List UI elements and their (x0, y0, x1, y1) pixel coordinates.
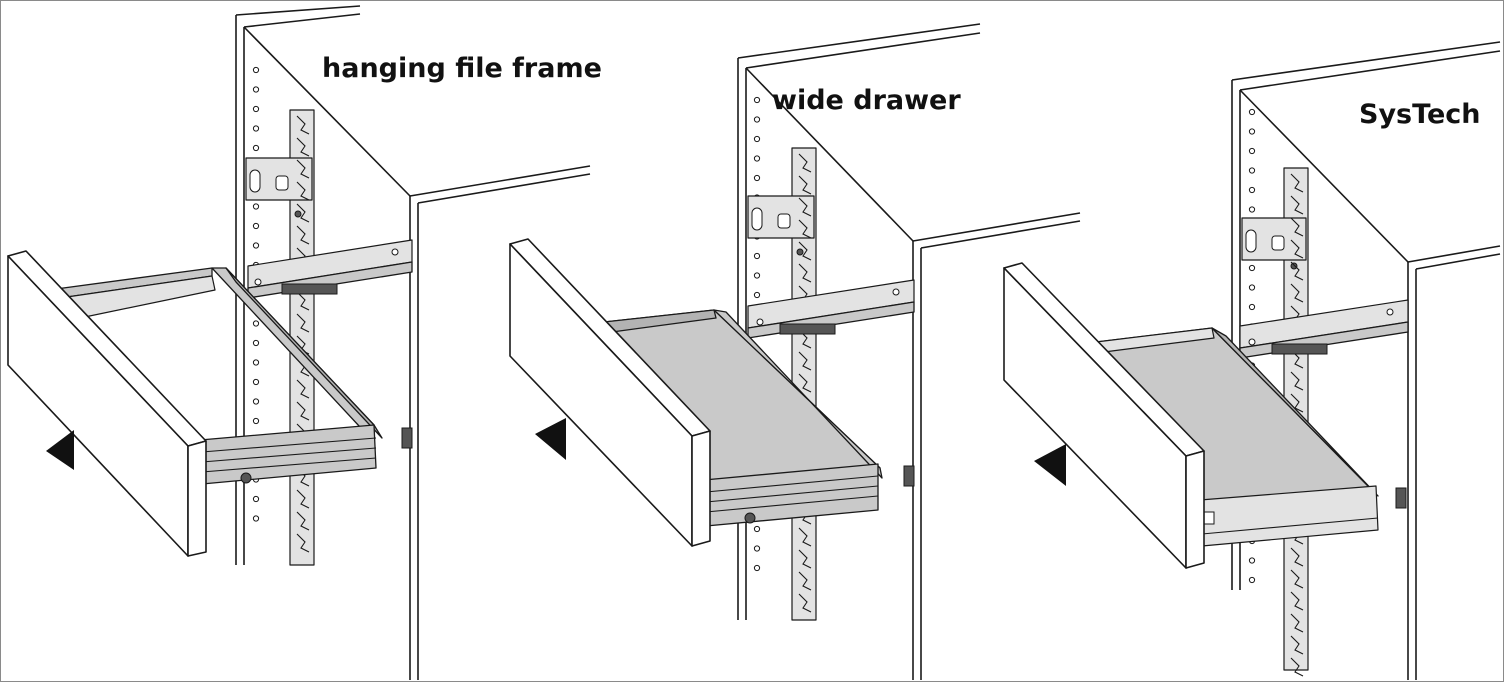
drawer-runner (1239, 299, 1409, 359)
rail-slot (1290, 635, 1304, 655)
system-hole (753, 155, 761, 162)
system-hole (753, 525, 761, 533)
rail-slot (1290, 657, 1304, 677)
system-hole (753, 96, 761, 104)
rail-slot (296, 313, 310, 333)
system-hole (1248, 303, 1256, 311)
cabinet-wide-drawer: wide drawer (509, 23, 1081, 680)
rail-slot (1290, 239, 1304, 259)
system-hole (1248, 108, 1256, 116)
rail-slot (296, 489, 310, 509)
rail-slot (296, 159, 310, 179)
rail-slot (296, 291, 310, 311)
cabinet-systech: SysTech (1003, 41, 1501, 680)
system-hole (252, 242, 260, 249)
system-hole (252, 86, 260, 93)
direction-arrow (1034, 444, 1066, 486)
drawer-runner (247, 239, 413, 299)
rail-slot (1290, 261, 1304, 281)
rail-slot (1290, 591, 1304, 611)
system-hole (252, 203, 260, 210)
rail-slot (798, 263, 812, 283)
system-hole (1248, 167, 1256, 174)
system-hole (1248, 576, 1256, 584)
wide-drawer-tray (603, 309, 915, 527)
system-hole (1248, 147, 1256, 155)
system-hole (753, 252, 761, 260)
label-systech: SysTech (1359, 99, 1481, 130)
system-hole (753, 291, 761, 299)
rail-slot (296, 203, 310, 223)
system-hole (753, 135, 761, 143)
rail-slot (1290, 393, 1304, 413)
rail-slot (798, 549, 812, 569)
system-hole (252, 515, 260, 522)
system-hole (252, 222, 260, 230)
rail-slot (1290, 371, 1304, 391)
system-hole (1248, 128, 1256, 135)
system-hole (252, 320, 260, 327)
system-hole (1248, 206, 1256, 213)
rail-slot (1290, 173, 1304, 193)
system-hole (753, 564, 761, 572)
system-hole (1248, 557, 1256, 564)
rail-slot (1290, 283, 1304, 303)
system-hole (252, 105, 260, 113)
rail-slot (1290, 195, 1304, 215)
direction-arrow (535, 418, 566, 460)
system-hole (1248, 284, 1256, 291)
cabinet-hanging-file-frame: hanging file frame (7, 5, 602, 680)
system-hole (753, 272, 761, 279)
vertical-rail (245, 109, 315, 566)
rail-slot (296, 137, 310, 157)
rail-slot (798, 241, 812, 261)
system-hole (252, 417, 260, 425)
system-hole (753, 545, 761, 552)
hanging-file-frame (55, 267, 413, 485)
system-hole (252, 378, 260, 386)
system-hole (1248, 186, 1256, 194)
rail-slot (296, 511, 310, 531)
label-wide-drawer: wide drawer (772, 85, 961, 116)
drawer-front (1185, 450, 1205, 569)
system-hole (753, 116, 761, 123)
system-hole (252, 339, 260, 347)
rail-slot (798, 571, 812, 591)
rail-slot (798, 219, 812, 239)
rail-slot (1290, 569, 1304, 589)
rail-slot (296, 181, 310, 201)
system-hole (252, 398, 260, 405)
rail-slot (296, 379, 310, 399)
rail-slot (798, 527, 812, 547)
rail-slot (798, 593, 812, 613)
system-hole (753, 174, 761, 182)
rail-slot (1290, 547, 1304, 567)
rail-slot (798, 351, 812, 371)
rail-slot (798, 153, 812, 173)
drawer-front (691, 430, 711, 547)
systech-drawer-box (1095, 327, 1407, 547)
rail-slot (798, 175, 812, 195)
system-hole (252, 495, 260, 503)
rail-slot (1290, 217, 1304, 237)
rail-slot (296, 533, 310, 553)
rail-slot (798, 373, 812, 393)
label-hanging-file-frame: hanging file frame (322, 53, 602, 84)
rail-slot (296, 401, 310, 421)
system-hole (1248, 264, 1256, 272)
system-hole (252, 359, 260, 366)
rail-slot (296, 225, 310, 245)
rail-slot (1290, 613, 1304, 633)
vertical-rail (747, 147, 817, 621)
rail-slot (296, 115, 310, 135)
drawer-front (187, 440, 207, 557)
system-hole (252, 144, 260, 152)
drawer-runner (747, 279, 915, 339)
system-hole (252, 66, 260, 74)
rail-slot (798, 197, 812, 217)
system-hole (252, 125, 260, 132)
direction-arrow (46, 430, 74, 470)
